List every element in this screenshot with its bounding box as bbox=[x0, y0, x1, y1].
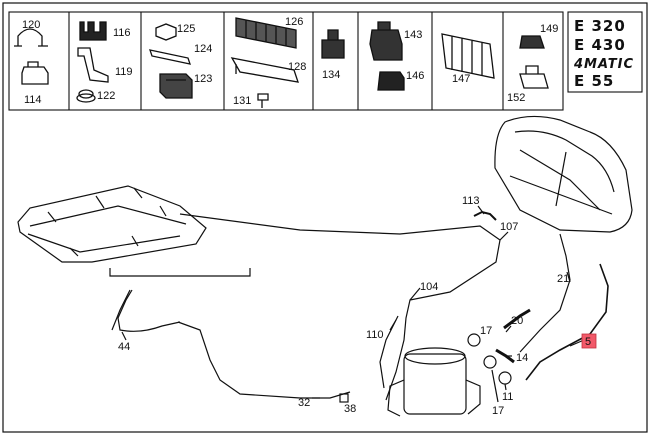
fuel-line-21[interactable] bbox=[519, 233, 571, 353]
fuel-tank[interactable] bbox=[494, 115, 633, 233]
subframe-inner bbox=[29, 205, 187, 227]
leader-11 bbox=[504, 383, 507, 391]
canister-bracket bbox=[387, 379, 481, 417]
fuel-tank-strap bbox=[509, 175, 613, 215]
callout-labels: 113 107 21 104 20 17 110 14 5 44 32 38 1… bbox=[118, 195, 591, 417]
leader-113 bbox=[477, 205, 485, 215]
model-badge-e430: E 430 bbox=[574, 36, 626, 54]
part-label[interactable]: 116 bbox=[113, 27, 131, 39]
fitting-113[interactable] bbox=[473, 210, 497, 221]
part-label[interactable]: 123 bbox=[194, 73, 212, 85]
part-119-bracket[interactable] bbox=[77, 47, 109, 83]
callout-38[interactable]: 38 bbox=[344, 403, 356, 415]
clamp-17-lower[interactable] bbox=[483, 355, 497, 369]
callout-11[interactable]: 11 bbox=[502, 391, 513, 403]
part-146-block[interactable] bbox=[377, 71, 405, 91]
part-147-holder[interactable] bbox=[441, 33, 495, 79]
callout-110[interactable]: 110 bbox=[366, 329, 384, 341]
fuel-line-110[interactable] bbox=[379, 315, 399, 389]
part-114-block[interactable] bbox=[21, 61, 49, 85]
model-badge-e55: E 55 bbox=[574, 72, 614, 90]
leader-bracket bbox=[109, 268, 251, 277]
part-122-grommet-base[interactable] bbox=[76, 93, 96, 103]
part-125-nut[interactable] bbox=[155, 23, 177, 41]
part-122-grommet[interactable] bbox=[78, 89, 94, 99]
callout-17-upper[interactable]: 17 bbox=[480, 325, 492, 337]
part-134-clip[interactable] bbox=[321, 29, 345, 59]
part-120-clip[interactable] bbox=[14, 28, 48, 47]
part-label[interactable]: 131 bbox=[233, 95, 251, 107]
fuel-system-diagram bbox=[17, 115, 633, 417]
part-label[interactable]: 128 bbox=[288, 61, 306, 73]
parts-grid bbox=[8, 11, 564, 111]
part-116-clip[interactable] bbox=[79, 21, 107, 41]
part-149-clip[interactable] bbox=[519, 35, 545, 49]
callout-5[interactable]: 5 bbox=[585, 336, 591, 348]
fuel-tank-strap bbox=[519, 149, 601, 211]
part-152-clip[interactable] bbox=[519, 65, 549, 89]
fuel-line-104[interactable] bbox=[179, 213, 501, 401]
part-label[interactable]: 126 bbox=[285, 16, 303, 28]
callout-107[interactable]: 107 bbox=[500, 221, 518, 233]
callout-21[interactable]: 21 bbox=[557, 273, 569, 285]
leader-17b bbox=[491, 369, 499, 403]
part-label[interactable]: 124 bbox=[194, 43, 212, 55]
model-badges-frame bbox=[567, 11, 643, 93]
leader-110 bbox=[389, 319, 397, 331]
part-131-bolt[interactable] bbox=[257, 93, 269, 108]
subframe-inner bbox=[27, 233, 181, 253]
part-label[interactable]: 114 bbox=[24, 94, 42, 106]
part-126-multiclip[interactable] bbox=[235, 17, 297, 49]
part-label[interactable]: 143 bbox=[404, 29, 422, 41]
callout-17-lower[interactable]: 17 bbox=[492, 405, 504, 417]
subframe-mounts bbox=[47, 187, 167, 257]
callout-20[interactable]: 20 bbox=[511, 315, 523, 327]
callout-14[interactable]: 14 bbox=[516, 352, 528, 364]
part-123-block[interactable] bbox=[159, 73, 193, 99]
part-124-strip[interactable] bbox=[149, 49, 191, 65]
part-143-clip[interactable] bbox=[369, 21, 403, 61]
charcoal-canister[interactable] bbox=[403, 353, 467, 415]
fuel-line-32[interactable] bbox=[111, 289, 351, 399]
part-38[interactable] bbox=[339, 393, 349, 403]
part-label[interactable]: 122 bbox=[97, 90, 115, 102]
callout-32[interactable]: 32 bbox=[298, 397, 310, 409]
fuel-line-44[interactable] bbox=[117, 289, 181, 332]
clamp-17-upper[interactable] bbox=[467, 333, 481, 347]
callout-44[interactable]: 44 bbox=[118, 341, 130, 353]
part-label[interactable]: 147 bbox=[452, 73, 470, 85]
part-label[interactable]: 134 bbox=[322, 69, 340, 81]
part-label[interactable]: 119 bbox=[115, 66, 133, 78]
subframe[interactable] bbox=[17, 185, 207, 263]
fuel-tank-strap bbox=[555, 151, 567, 207]
hose-20[interactable] bbox=[503, 308, 531, 330]
model-badges: E 320 E 430 4MATIC E 55 bbox=[567, 11, 643, 93]
callout-113[interactable]: 113 bbox=[462, 195, 480, 207]
part-thumbnails bbox=[14, 17, 549, 108]
part-label[interactable]: 152 bbox=[507, 92, 525, 104]
leader-107 bbox=[499, 231, 509, 241]
callout-104[interactable]: 104 bbox=[420, 281, 438, 293]
model-badge-e320: E 320 bbox=[574, 17, 626, 35]
part-label[interactable]: 146 bbox=[406, 70, 424, 82]
leader-104 bbox=[409, 287, 421, 301]
highlight-part-5 bbox=[581, 333, 597, 349]
fitting-11[interactable] bbox=[498, 371, 512, 385]
part-label[interactable]: 125 bbox=[177, 23, 195, 35]
leader-20 bbox=[505, 325, 512, 333]
leader-21 bbox=[566, 271, 571, 283]
part-label[interactable]: 120 bbox=[22, 19, 40, 31]
parts-grid-labels: 120 114 116 119 122 125 124 123 126 128 … bbox=[22, 16, 558, 107]
canister-top bbox=[404, 347, 466, 365]
model-badge-4matic: 4MATIC bbox=[573, 57, 634, 72]
part-label[interactable]: 149 bbox=[540, 23, 558, 35]
fuel-tank-contour bbox=[514, 130, 615, 193]
leader-44 bbox=[121, 331, 127, 341]
parts-grid-frame bbox=[8, 11, 564, 111]
part-128-bracket[interactable] bbox=[230, 57, 299, 83]
